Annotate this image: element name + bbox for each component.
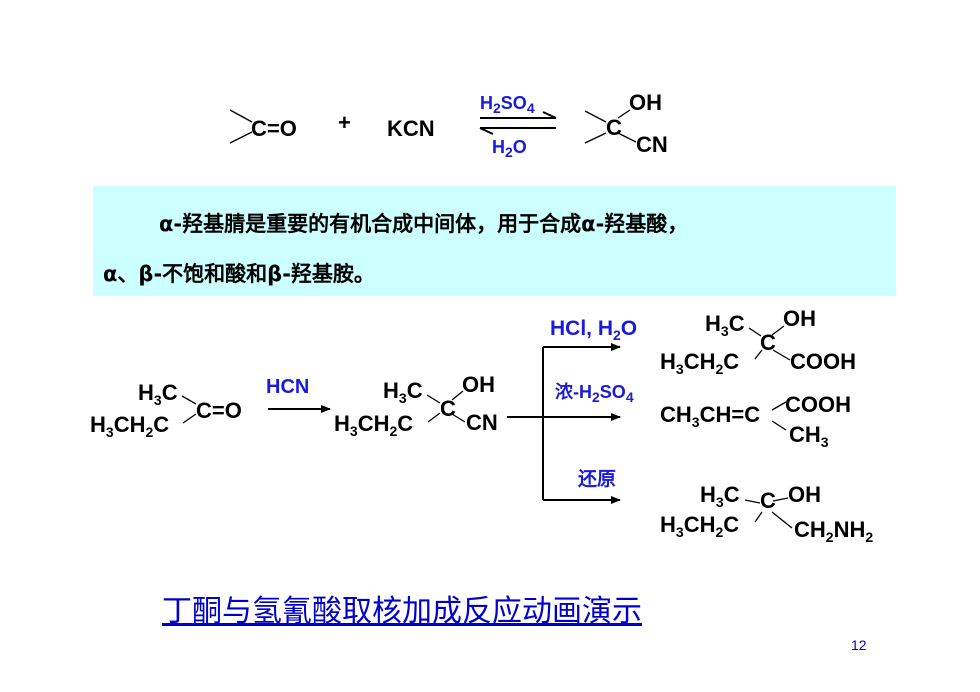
bond: [584, 132, 607, 144]
hydrolysis-condition: HCl, H2O: [550, 317, 637, 343]
cyanohydrin-carbon: C: [440, 396, 456, 421]
bond: [426, 394, 441, 404]
note-line-1: α-羟基腈是重要的有机合成中间体，用于合成α-羟基酸，: [159, 212, 689, 236]
hydroxy-amine-product: H3C C OH H3CH2C CH2NH2: [660, 482, 873, 545]
reverse-half-head: [479, 127, 494, 135]
butanone: H3C H3CH2C C=O: [90, 380, 242, 440]
amine-carbon: C: [760, 488, 776, 513]
unsaturated-chain: CH3CH=C: [660, 402, 760, 430]
dehydration-condition: 浓-H2SO4: [555, 382, 634, 405]
ethyl-group: H3CH2C: [660, 512, 739, 540]
acid-cooh: COOH: [790, 349, 856, 374]
bond: [451, 390, 464, 401]
forward-condition: H2SO4: [480, 93, 535, 116]
ethyl-group: H3CH2C: [90, 412, 169, 440]
amine-oh: OH: [788, 482, 821, 507]
bond: [451, 413, 466, 423]
bond: [754, 511, 763, 523]
bond: [771, 401, 787, 411]
forward-half-head: [542, 111, 557, 119]
bond: [748, 327, 762, 337]
hydroxy-acid-product: H3C C OH H3CH2C COOH: [660, 306, 856, 377]
bond: [772, 497, 789, 502]
bond: [584, 110, 607, 123]
hcn-condition: HCN: [266, 376, 309, 398]
methyl-group: H3C: [138, 380, 178, 408]
note-line-2: α、β-不饱和酸和β-羟基胺。: [103, 262, 375, 286]
product-oh: OH: [629, 90, 662, 115]
bond: [617, 132, 637, 143]
methyl-group: H3C: [705, 311, 745, 339]
bond: [427, 412, 441, 423]
cyanohydrin-cn: CN: [466, 410, 498, 435]
product-cn: CN: [636, 132, 668, 157]
bond: [771, 420, 787, 431]
top-reaction: C=O + KCN H2SO4 H2O C OH CN: [229, 90, 668, 160]
animation-demo-link[interactable]: 丁酮与氢氰酸取核加成反应动画演示: [162, 594, 642, 629]
plus-sign: +: [338, 110, 351, 135]
unsat-methyl: CH3: [789, 422, 829, 450]
product-carbon: C: [606, 115, 622, 140]
bond: [229, 109, 253, 123]
reverse-condition: H2O: [492, 137, 527, 160]
bond: [771, 325, 785, 336]
acid-oh: OH: [783, 306, 816, 331]
branch-arrows: [507, 343, 621, 504]
unsaturated-acid-product: CH3CH=C COOH CH3: [660, 392, 851, 450]
bond: [772, 349, 791, 361]
bond: [754, 349, 763, 360]
bond: [744, 499, 761, 504]
bond: [229, 131, 253, 144]
amine-ch2nh2: CH2NH2: [794, 517, 873, 545]
unsat-cooh: COOH: [785, 392, 851, 417]
butanone-carbonyl: C=O: [196, 398, 242, 423]
reduction-condition: 还原: [577, 468, 616, 490]
ethyl-group: H3CH2C: [334, 411, 413, 439]
bond: [771, 511, 793, 529]
acid-carbon: C: [760, 330, 776, 355]
bond: [617, 109, 631, 119]
note-box: α-羟基腈是重要的有机合成中间体，用于合成α-羟基酸， α、β-不饱和酸和β-羟…: [93, 186, 896, 296]
bond: [181, 395, 197, 405]
bond: [182, 413, 197, 424]
methyl-group: H3C: [700, 482, 740, 510]
cyanohydrin: H3C H3CH2C C OH CN: [334, 372, 498, 439]
methyl-group: H3C: [383, 378, 423, 406]
carbonyl-reactant: C=O: [251, 116, 297, 141]
kcn-reagent: KCN: [387, 116, 435, 141]
page-number: 12: [851, 637, 867, 653]
cyanohydrin-oh: OH: [462, 372, 495, 397]
ethyl-group: H3CH2C: [660, 349, 739, 377]
